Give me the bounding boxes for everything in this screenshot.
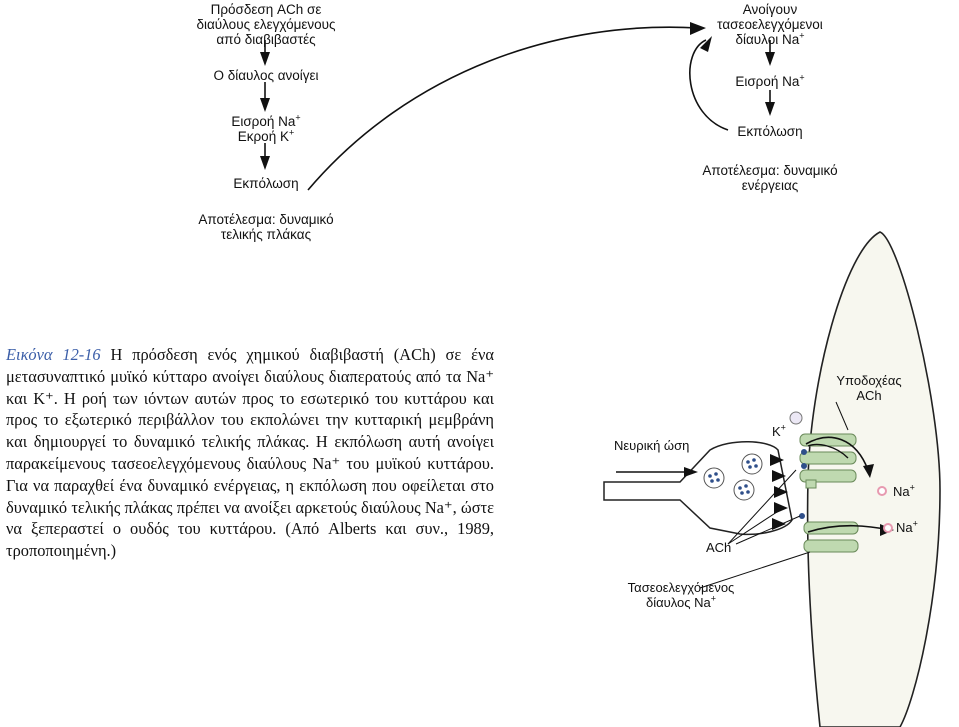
na-ion-label-2: Na+ [896,518,918,535]
right-result-line1: Αποτέλεσμα: δυναμικό [702,163,838,178]
figure-caption: Εικόνα 12-16 Η πρόσδεση ενός χημικού δια… [6,344,494,562]
caption-text: Η πρόσδεση ενός χημικού διαβιβαστή (ACh)… [6,345,494,561]
connecting-curve-arrow [307,26,699,191]
left-step1-line1: Πρόσδεση ACh σε [210,2,322,17]
vg-channel-line1: Τασεοελεγχόμενος [627,580,735,595]
left-step-channel-opens: Ο δίαυλος ανοίγει [213,68,319,83]
na-ion-dot [883,523,893,533]
receptor-label: Υποδοχέας ACh [832,373,906,403]
left-result-line2: τελικής πλάκας [220,227,312,242]
right-step1-line1: Ανοίγουν [742,2,798,17]
right-step1-line3: δίαυλοι Na+ [735,30,805,47]
right-step-vg-open: Ανοίγουν τασεοελεγχόμενοι δίαυλοι Na+ [680,2,860,47]
k-efflux-line: Εκροή K+ [237,127,295,144]
right-step1-line2: τασεοελεγχόμενοι [717,17,823,32]
left-step1-line3: από διαβιβαστές [216,32,316,47]
right-result: Αποτέλεσμα: δυναμικό ενέργειας [670,163,870,193]
na-influx-line: Εισροή Na+ [231,112,301,129]
left-step-depolarization: Εκπόλωση [233,176,299,191]
left-step-binding: Πρόσδεση ACh σε διαύλους ελεγχόμενους απ… [168,2,364,47]
figure-label: Εικόνα 12-16 [6,345,101,364]
na-ion-label-1: Na+ [893,482,915,499]
vg-channel-label: Τασεοελεγχόμενος δίαυλος Na+ [606,580,756,610]
left-step1-line2: διαύλους ελεγχόμενους [196,17,336,32]
vesicle [703,467,725,489]
left-result-line1: Αποτέλεσμα: δυναμικό [198,212,334,227]
right-result-line2: ενέργειας [741,178,799,193]
left-result: Αποτέλεσμα: δυναμικό τελικής πλάκας [154,212,378,242]
vg-channel-line2: δίαυλος Na+ [645,593,717,610]
vesicle [733,479,755,501]
ach-receptor-channels [799,433,857,489]
receptor-label-line1: Υποδοχέας [836,373,902,388]
vesicle [741,453,763,475]
right-step-depolarization: Εκπόλωση [737,124,803,139]
left-step-ion-flow: Εισροή Na+ Εκροή K+ [168,112,364,144]
left-flow-arrows [260,40,270,170]
muscle-cell [806,231,941,727]
receptor-label-line2: ACh [856,388,882,403]
right-flow-arrows [689,36,775,131]
voltage-gated-na-channel [803,521,859,553]
nerve-impulse-label: Νευρική ώση [614,438,690,453]
na-ion-dot [877,486,887,496]
k-ion-dot [789,411,803,425]
ach-label: ACh [706,540,732,555]
right-step-na-influx: Εισροή Na+ [735,72,805,89]
k-ion-label: K+ [772,422,786,439]
